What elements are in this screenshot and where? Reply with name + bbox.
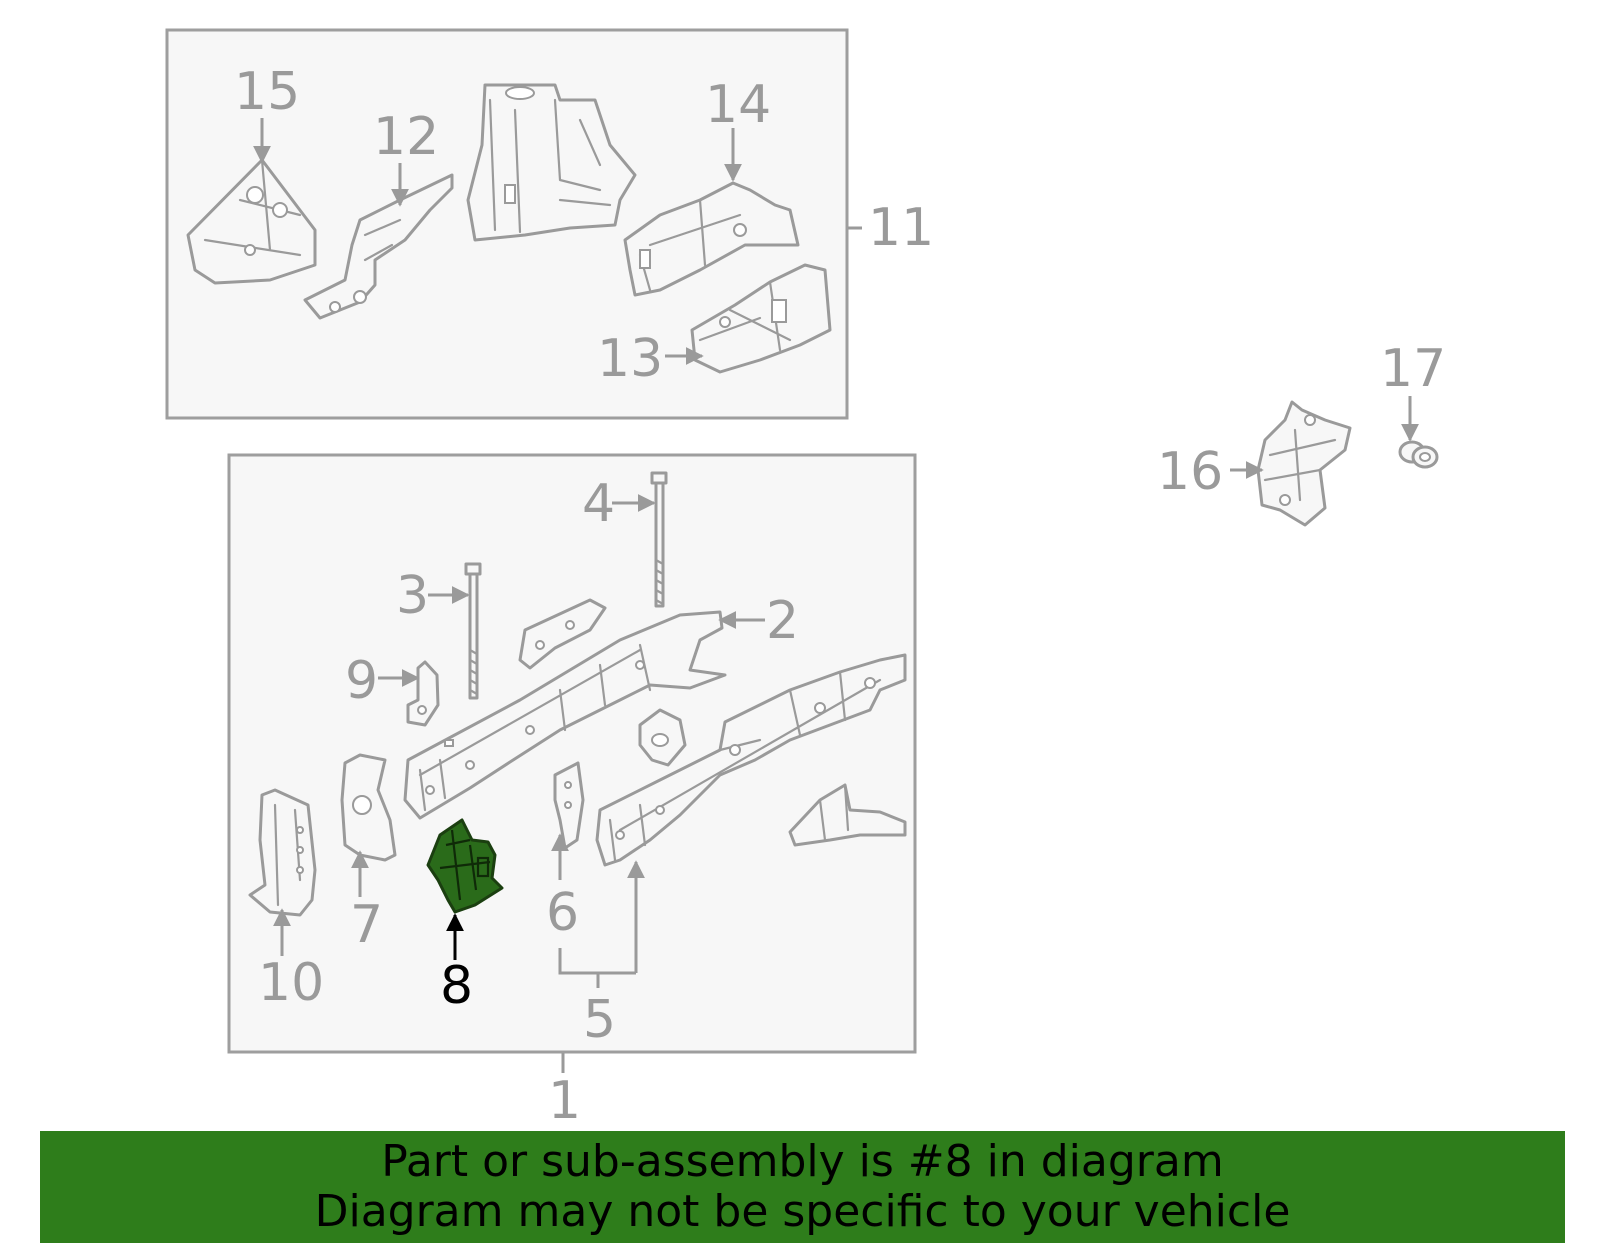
- part-14-drawing: [623, 181, 800, 297]
- callout-2: 2: [766, 591, 799, 651]
- callout-7: 7: [350, 895, 383, 955]
- lower-assembly-box: [227, 453, 917, 1054]
- part-8-highlighted-drawing: [426, 818, 504, 914]
- lower-right-bracket-drawing: [788, 783, 907, 847]
- part-9-drawing: [406, 660, 440, 727]
- leader-lines: [253, 118, 1419, 1073]
- banner-line-2: Diagram may not be specific to your vehi…: [314, 1186, 1291, 1237]
- callout-17: 17: [1380, 339, 1446, 399]
- callout-13: 13: [597, 329, 663, 389]
- callout-3: 3: [396, 566, 429, 626]
- highlight-notice-banner: Part or sub-assembly is #8 in diagram Di…: [40, 1131, 1565, 1243]
- part-7-drawing: [340, 753, 397, 862]
- callout-14: 14: [705, 75, 771, 135]
- callout-10: 10: [258, 953, 324, 1013]
- callout-4: 4: [582, 474, 615, 534]
- part-2-drawing: [403, 610, 727, 820]
- callout-labels: 15 12 14 13 11 16 17 4 3 2 9 7 10 6 5 1 …: [234, 62, 1446, 1131]
- callout-9: 9: [345, 651, 378, 711]
- part-15-drawing: [186, 158, 317, 285]
- part-3-drawing: [464, 562, 482, 700]
- part-13-drawing: [690, 263, 832, 374]
- part-12-drawing: [303, 173, 454, 320]
- part-10-drawing: [248, 788, 317, 917]
- callout-12: 12: [373, 107, 439, 167]
- part-4-drawing: [650, 471, 668, 608]
- part-17-drawing: [1398, 440, 1439, 469]
- callout-6: 6: [546, 883, 579, 943]
- part-5-drawing: [595, 653, 907, 867]
- engine-mount-drawing: [638, 708, 687, 767]
- callout-16: 16: [1157, 442, 1223, 502]
- apron-panel-drawing: [466, 83, 637, 242]
- callout-8-highlighted: 8: [440, 956, 473, 1016]
- callout-1: 1: [548, 1071, 581, 1131]
- part-16-drawing: [1256, 400, 1352, 527]
- callout-15: 15: [234, 62, 300, 122]
- part-6-drawing: [553, 761, 585, 850]
- callout-5: 5: [583, 990, 616, 1050]
- callout-11: 11: [868, 198, 934, 258]
- upper-bracket-drawing: [518, 598, 607, 670]
- banner-line-1: Part or sub-assembly is #8 in diagram: [381, 1136, 1224, 1187]
